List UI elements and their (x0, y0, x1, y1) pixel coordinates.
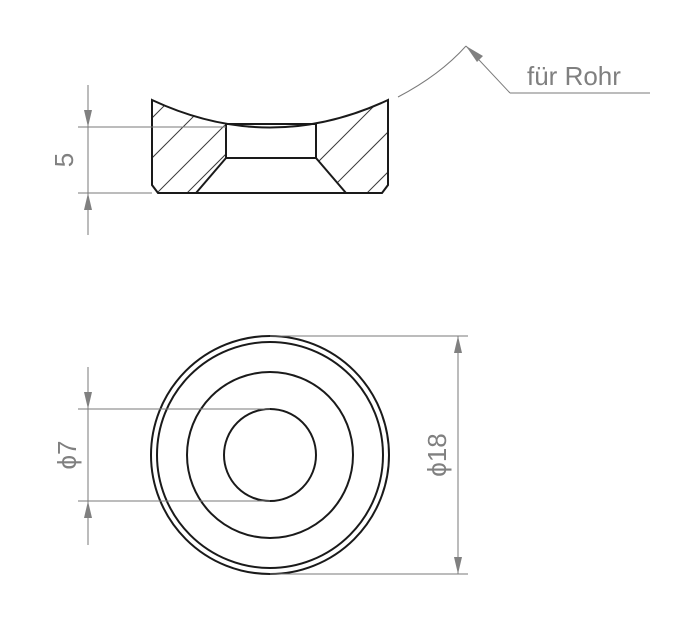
top-view (150, 335, 390, 575)
countersink-circle (186, 371, 354, 539)
section-outline (151, 98, 389, 194)
leader-arrowhead (466, 46, 483, 62)
bore-circle (223, 408, 317, 502)
section-view (151, 45, 467, 194)
section-hatch-left (152, 100, 226, 193)
dimension-arrow-up (84, 193, 92, 210)
inner-diameter-label: ϕ7 (52, 440, 82, 469)
dimension-arrow-down (84, 392, 92, 409)
pipe-leader: für Rohr (465, 45, 650, 94)
inner-diameter-dimension: ϕ7 (52, 367, 270, 545)
dimension-arrow-down (84, 110, 92, 127)
section-hatch-right (316, 100, 388, 193)
chamfer-left (195, 157, 227, 194)
outer-diameter-label: ϕ18 (422, 433, 452, 476)
dimension-arrow-up (84, 501, 92, 518)
section-bore (225, 123, 317, 159)
chamfer-right (315, 157, 347, 194)
dimension-arrow-up (454, 336, 462, 353)
dimension-arrow-down (454, 557, 462, 574)
leader-note: für Rohr (527, 61, 621, 91)
outer-diameter-dimension: ϕ18 (270, 335, 468, 575)
pipe-contour-arc (397, 45, 467, 98)
height-dimension: 5 (49, 85, 226, 235)
height-dimension-label: 5 (49, 153, 79, 167)
outer-chamfer-circle (156, 341, 384, 569)
